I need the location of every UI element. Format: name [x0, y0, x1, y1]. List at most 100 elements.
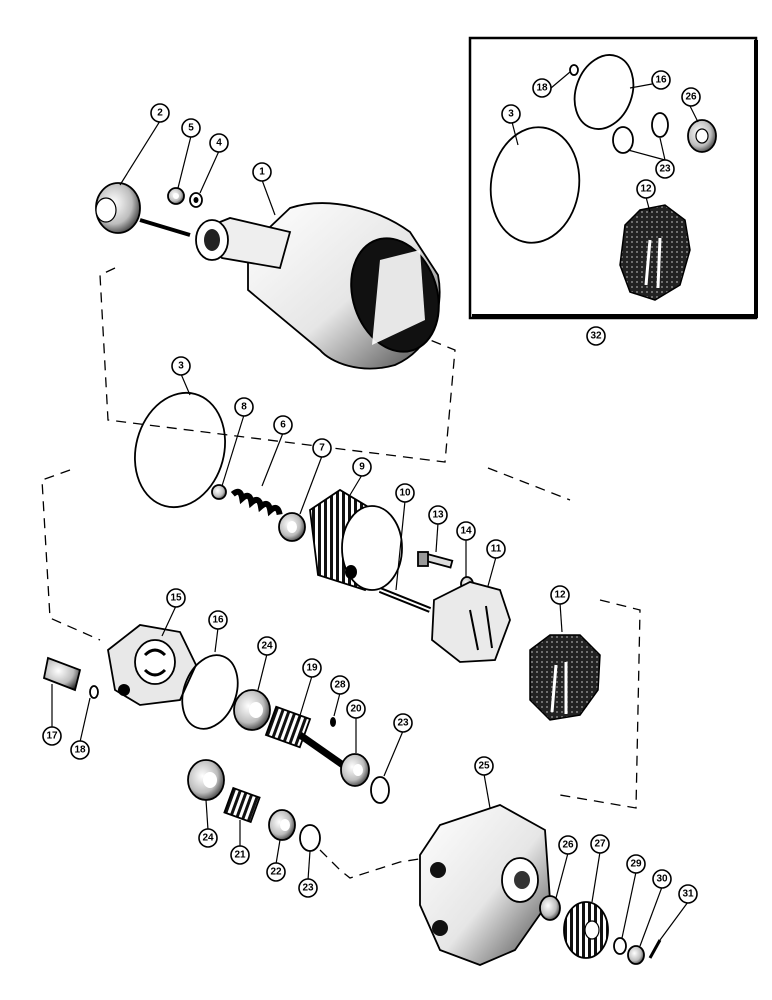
- callout-24-upper: 24: [257, 636, 277, 656]
- callout-27-label: 27: [594, 839, 606, 850]
- callout-28: 28: [330, 675, 350, 695]
- callout-23-upper: 23: [393, 713, 413, 733]
- callout-13-label: 13: [432, 510, 444, 521]
- callout-31-label: 31: [682, 889, 694, 900]
- callout-15-label: 15: [170, 593, 182, 604]
- inset-o-ring-18: [569, 64, 579, 76]
- inset-callout-3-label: 3: [508, 109, 514, 120]
- part-2-filler-cap: [95, 182, 191, 237]
- callout-2-label: 2: [157, 108, 163, 119]
- callout-17: 17: [42, 726, 62, 746]
- part-30-nut: [627, 945, 645, 965]
- callout-20: 20: [346, 699, 366, 719]
- inset-callout-23-label: 23: [659, 164, 671, 175]
- callout-18: 18: [70, 740, 90, 760]
- inset-callout-16-label: 16: [655, 75, 667, 86]
- part-17-fitting: [42, 656, 82, 692]
- callout-16-label: 16: [212, 615, 224, 626]
- part-7-washer: [278, 512, 306, 542]
- callout-19: 19: [302, 658, 322, 678]
- callout-28-label: 28: [334, 680, 346, 691]
- callout-9: 9: [352, 457, 372, 477]
- callout-30: 30: [652, 869, 672, 889]
- callout-10: 10: [395, 483, 415, 503]
- callout-11: 11: [486, 539, 506, 559]
- callout-14-label: 14: [460, 526, 472, 537]
- callout-19-label: 19: [306, 663, 318, 674]
- part-12-gasket: [529, 634, 601, 721]
- part-21-driven-gear: [223, 786, 261, 824]
- part-1-reservoir: [195, 202, 441, 370]
- part-3-o-ring: [134, 391, 226, 509]
- callout-25: 25: [474, 756, 494, 776]
- part-5-nut: [167, 187, 185, 205]
- callout-17-label: 17: [46, 731, 58, 742]
- kit-callout-32-label: 32: [590, 331, 602, 342]
- part-10-stud: [378, 587, 432, 613]
- part-23-o-ring-lower: [299, 824, 321, 852]
- callout-25-label: 25: [478, 761, 490, 772]
- part-8-nut: [211, 484, 227, 500]
- callout-9-label: 9: [359, 462, 365, 473]
- callout-2: 2: [150, 103, 170, 123]
- callout-21: 21: [230, 845, 250, 865]
- callout-22-label: 22: [270, 867, 282, 878]
- inset-callout-12-label: 12: [640, 184, 652, 195]
- callout-8-label: 8: [241, 402, 247, 413]
- inset-o-ring-large: [489, 126, 581, 244]
- leader-lines: [51, 120, 689, 947]
- callout-20-label: 20: [350, 704, 362, 715]
- callout-14: 14: [456, 521, 476, 541]
- inset-gasket-12: [619, 204, 691, 301]
- inset-callout-23: 23: [655, 159, 675, 179]
- callout-1: 1: [252, 162, 272, 182]
- callout-26: 26: [558, 835, 578, 855]
- callout-10-label: 10: [399, 488, 411, 499]
- callout-3-label: 3: [178, 361, 184, 372]
- part-20-bushing: [340, 753, 370, 787]
- upper-assembly-envelope: [99, 267, 456, 463]
- callout-4: 4: [209, 133, 229, 153]
- callout-29-label: 29: [630, 859, 642, 870]
- part-11-cover: [431, 581, 511, 663]
- inset-callout-26-label: 26: [685, 92, 697, 103]
- callout-31: 31: [678, 884, 698, 904]
- callout-6: 6: [273, 415, 293, 435]
- kit-callout-32: 32: [586, 326, 606, 346]
- inset-border: [468, 36, 758, 320]
- callout-13: 13: [428, 505, 448, 525]
- part-26-seal: [539, 895, 561, 921]
- part-6-spring: [230, 488, 283, 517]
- inset-callout-18: 18: [532, 78, 552, 98]
- callout-15: 15: [166, 588, 186, 608]
- callout-27: 27: [590, 834, 610, 854]
- part-29-washer: [613, 937, 627, 955]
- inset-seal-26: [687, 119, 717, 153]
- callout-12: 12: [550, 585, 570, 605]
- part-25-pump-housing: [419, 804, 551, 966]
- inset-o-ring-23b: [651, 112, 669, 138]
- part-19-drive-gear: [264, 705, 353, 773]
- callout-18-label: 18: [74, 745, 86, 756]
- inset-o-ring-23a: [612, 126, 634, 154]
- inset-callout-16: 16: [651, 70, 671, 90]
- part-22-bushing: [268, 809, 296, 841]
- callout-16: 16: [208, 610, 228, 630]
- callout-5-label: 5: [188, 123, 194, 134]
- callout-7: 7: [312, 438, 332, 458]
- callout-24-lower-label: 24: [202, 833, 214, 844]
- callout-21-label: 21: [234, 850, 246, 861]
- callout-8: 8: [234, 397, 254, 417]
- callout-23-lower-label: 23: [302, 883, 314, 894]
- callout-26-label: 26: [562, 840, 574, 851]
- callout-23-upper-label: 23: [397, 718, 409, 729]
- inset-o-ring-16: [573, 54, 635, 130]
- inset-callout-3: 3: [501, 104, 521, 124]
- callout-24-upper-label: 24: [261, 641, 273, 652]
- lower-assembly-envelope: [41, 467, 641, 809]
- inset-callout-18-label: 18: [536, 83, 548, 94]
- callout-22: 22: [266, 862, 286, 882]
- callout-3: 3: [171, 356, 191, 376]
- callout-1-label: 1: [259, 167, 265, 178]
- part-31-cotter-pin: [648, 939, 662, 959]
